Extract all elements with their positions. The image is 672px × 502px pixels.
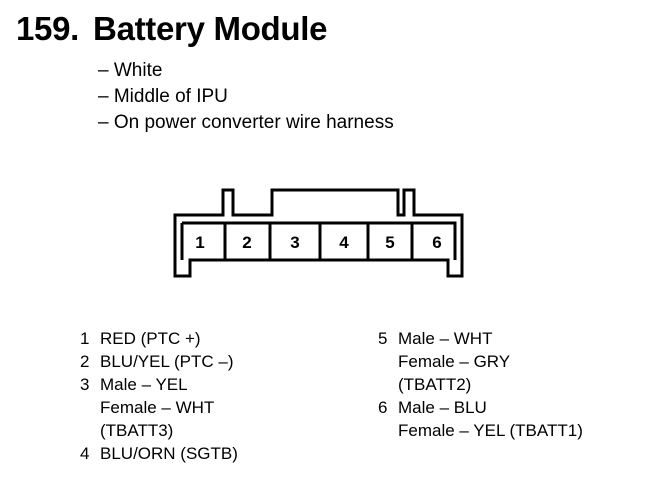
legend-wire-text: BLU/YEL (PTC –)	[100, 352, 234, 371]
legend-pin-number: 6	[378, 398, 388, 417]
legend-wire-text: Male – YEL	[100, 375, 188, 394]
legend-wire-text: RED (PTC +)	[100, 329, 201, 348]
connector-diagram: 1 2 3 4 5 6	[173, 188, 464, 278]
pin-legend-left: 1 RED (PTC +) 2 BLU/YEL (PTC –) 3 Male –…	[80, 327, 238, 465]
page-title: 159. Battery Module	[16, 10, 328, 48]
pin-legend-right: 5 Male – WHT Female – GRY (TBATT2) 6 Mal…	[378, 327, 583, 442]
pin-3-label: 3	[290, 233, 299, 252]
legend-wire-text: Female – GRY	[398, 352, 511, 371]
legend-wire-text: Female – WHT	[100, 398, 215, 417]
legend-wire-text: Male – WHT	[398, 329, 493, 348]
note-location: – Middle of IPU	[98, 86, 228, 107]
legend-entry-pin-5: 5 Male – WHT Female – GRY (TBATT2)	[378, 327, 583, 396]
legend-wire-text: BLU/ORN (SGTB)	[100, 444, 238, 463]
legend-wire-text: (TBATT2)	[398, 375, 472, 394]
legend-pin-number: 5	[378, 329, 388, 348]
legend-wire-text: Male – BLU	[398, 398, 487, 417]
legend-pin-number: 4	[80, 444, 90, 463]
note-color: – White	[98, 60, 163, 81]
legend-wire-text: Female – YEL (TBATT1)	[398, 421, 583, 440]
legend-entry-pin-2: 2 BLU/YEL (PTC –)	[80, 350, 238, 373]
pin-5-label: 5	[385, 233, 394, 252]
pin-4-label: 4	[339, 233, 349, 252]
legend-entry-pin-1: 1 RED (PTC +)	[80, 327, 238, 350]
legend-pin-number: 1	[80, 329, 90, 348]
legend-pin-number: 2	[80, 352, 90, 371]
pin-6-label: 6	[432, 233, 441, 252]
pin-1-label: 1	[195, 233, 204, 252]
legend-entry-pin-6: 6 Male – BLU Female – YEL (TBATT1)	[378, 396, 583, 442]
note-harness: – On power converter wire harness	[98, 112, 394, 133]
legend-wire-text: (TBATT3)	[100, 421, 174, 440]
pin-2-label: 2	[242, 233, 251, 252]
legend-pin-number: 3	[80, 375, 90, 394]
title-number: 159.	[16, 10, 80, 47]
connector-notes: – White – Middle of IPU – On power conve…	[98, 58, 394, 136]
title-name: Battery Module	[93, 10, 328, 47]
legend-entry-pin-3: 3 Male – YEL Female – WHT (TBATT3)	[80, 373, 238, 442]
connector-housing	[173, 188, 464, 278]
legend-entry-pin-4: 4 BLU/ORN (SGTB)	[80, 442, 238, 465]
pin-cavity-frame	[180, 221, 457, 260]
